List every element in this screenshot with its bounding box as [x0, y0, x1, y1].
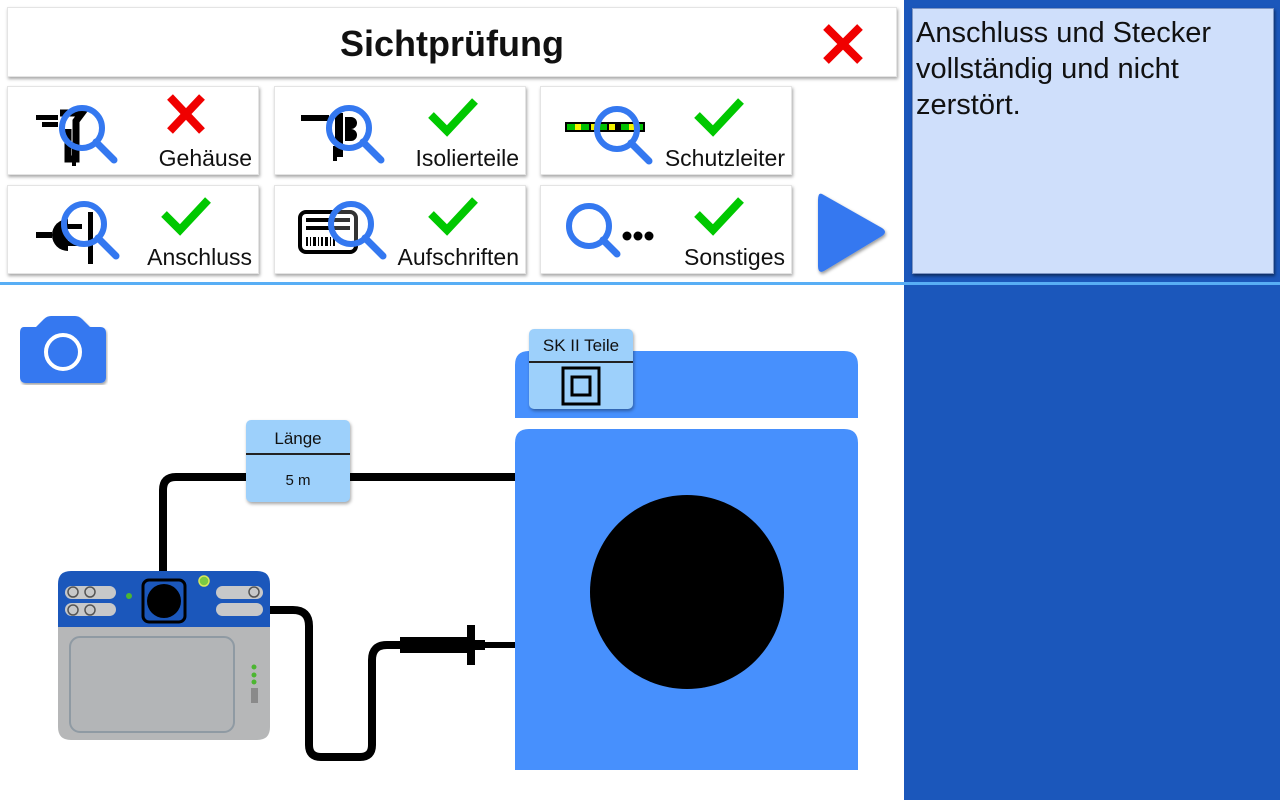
pass-check-icon	[428, 197, 478, 236]
category-label: Schutzleiter	[664, 145, 785, 171]
separator	[529, 361, 633, 363]
page-title: Sichtprüfung	[340, 23, 564, 64]
category-isolierteile[interactable]: Isolierteile	[274, 86, 526, 175]
cable-length-label[interactable]: Länge 5 m	[246, 420, 350, 502]
plug-connector-icon	[400, 625, 515, 665]
housing-inspect-icon	[36, 105, 118, 166]
misc-inspect-icon	[566, 203, 654, 258]
close-x-icon	[823, 24, 863, 64]
title-bar: Sichtprüfung	[7, 7, 897, 77]
tester-device[interactable]	[58, 571, 270, 740]
supply-cable	[159, 473, 515, 600]
label-inspect-icon	[298, 201, 387, 260]
pass-check-icon	[428, 98, 478, 137]
pass-check-icon	[694, 197, 744, 236]
cable-length-value: 5 m	[285, 472, 311, 489]
category-label: Gehäuse	[158, 145, 252, 171]
category-aufschriften[interactable]: Aufschriften	[274, 185, 526, 274]
category-label: Sonstiges	[683, 244, 785, 270]
category-label: Anschluss	[147, 244, 252, 270]
info-text: Anschluss und Stecker vollständig und ni…	[916, 17, 1211, 121]
protection-class-label[interactable]: SK II Teile	[529, 329, 633, 409]
category-anschluss[interactable]: Anschluss	[7, 185, 259, 274]
test-scene	[58, 351, 858, 770]
category-label: Isolierteile	[415, 145, 519, 171]
info-panel: Anschluss und Stecker vollständig und ni…	[912, 8, 1274, 274]
divider	[0, 282, 1280, 285]
category-sonstiges[interactable]: Sonstiges	[540, 185, 792, 274]
camera-button[interactable]	[20, 307, 108, 385]
category-schutzleiter[interactable]: Schutzleiter	[540, 86, 792, 175]
class-ii-double-square-icon	[561, 366, 601, 406]
pass-check-icon	[161, 197, 211, 236]
probe-cable	[255, 606, 402, 761]
pass-check-icon	[694, 98, 744, 137]
plug-inspect-icon	[36, 201, 120, 264]
cable-length-title: Länge	[274, 429, 322, 448]
camera-icon	[20, 316, 106, 383]
category-label: Aufschriften	[397, 244, 519, 270]
category-gehaeuse[interactable]: Gehäuse	[7, 86, 259, 175]
close-button[interactable]	[820, 22, 866, 66]
separator	[246, 453, 350, 455]
next-button[interactable]	[812, 186, 892, 278]
play-next-icon	[818, 193, 885, 272]
protective-conductor-inspect-icon	[565, 106, 653, 165]
protection-class-title: SK II Teile	[542, 336, 620, 355]
insulation-inspect-icon	[301, 105, 385, 164]
fail-x-icon	[167, 94, 205, 134]
appliance-door-icon	[590, 495, 784, 689]
